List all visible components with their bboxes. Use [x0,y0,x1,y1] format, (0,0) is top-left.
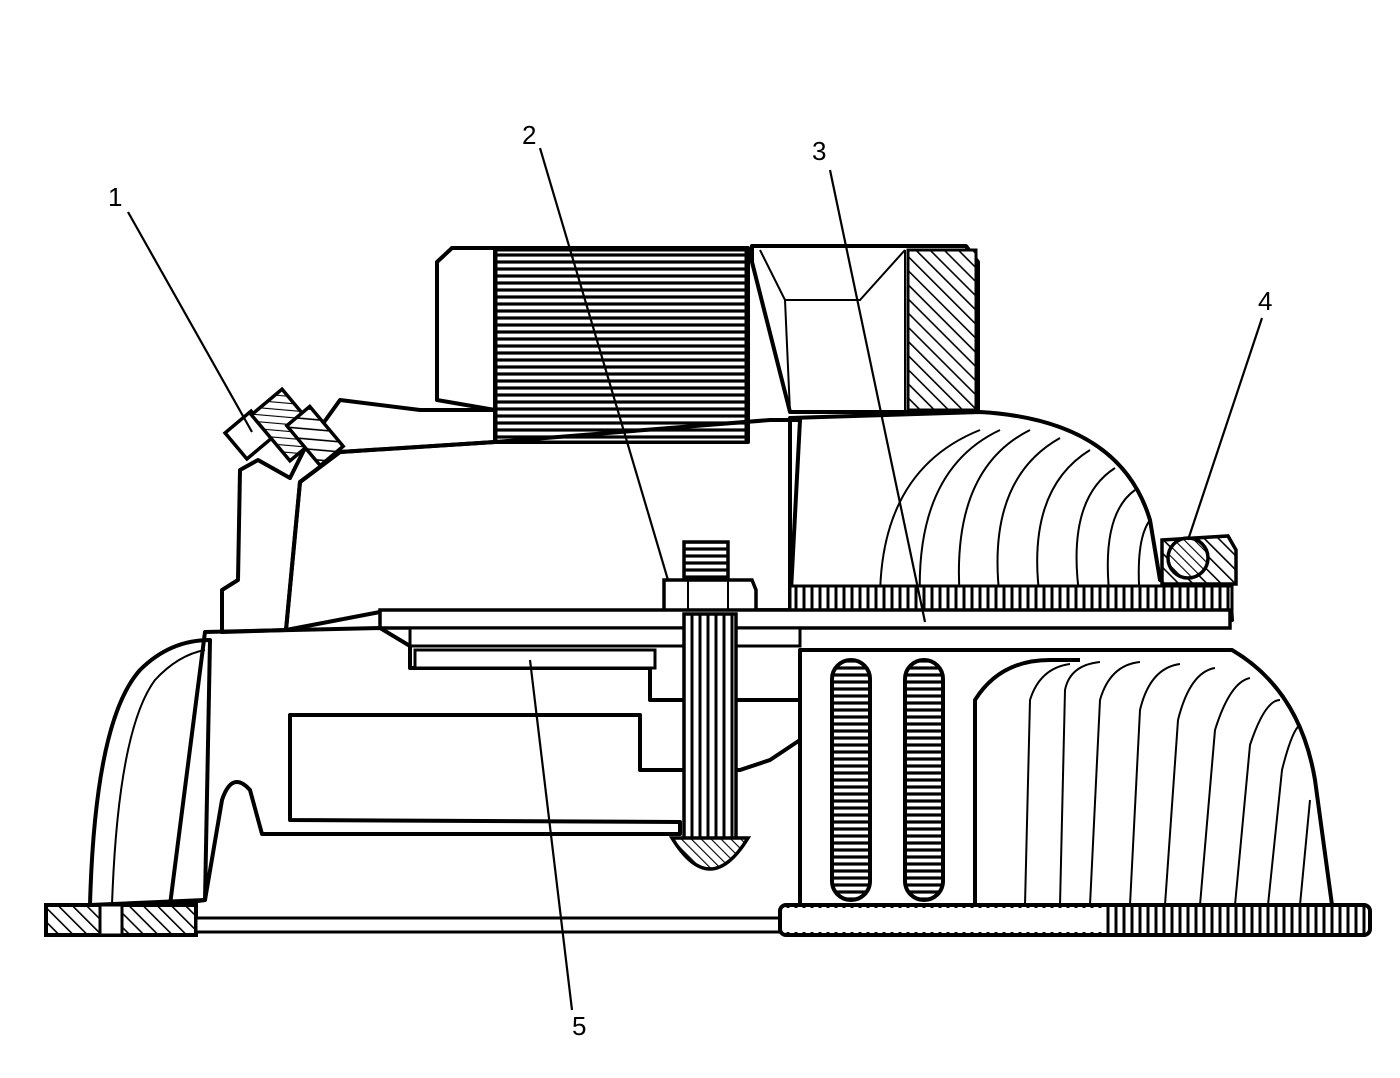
gasket-strip [408,626,802,648]
callout-1-label: 1 [108,182,122,212]
leader-2 [538,147,670,581]
right-skirt [798,648,1334,907]
recess-slot-5 [413,648,657,670]
callout-4-label: 4 [1258,286,1272,316]
skirt-fins [1024,661,1311,906]
dome-fins [879,429,1151,601]
callout-3-label: 3 [812,136,826,166]
leader-1 [127,211,253,433]
diaphragm-plate [378,608,1232,630]
lower-body-section [168,626,802,907]
thread-bore [494,248,748,444]
callout-2-label: 2 [522,120,536,150]
rim-bolt [1160,534,1238,586]
skirt-slots [830,658,1080,905]
leader-5 [528,659,574,1011]
callout-5-label: 5 [572,1011,586,1041]
grease-fitting [222,386,346,469]
upper-housing [284,418,802,632]
hex-nut-facets [759,249,906,413]
stud-nut [662,540,758,616]
leader-4 [1186,317,1264,541]
base-flange [44,903,1372,937]
center-bolt [668,612,752,871]
leader-3 [828,169,927,623]
hex-nut-face [906,248,978,412]
left-skirt [88,638,212,907]
right-dome [788,410,1234,624]
